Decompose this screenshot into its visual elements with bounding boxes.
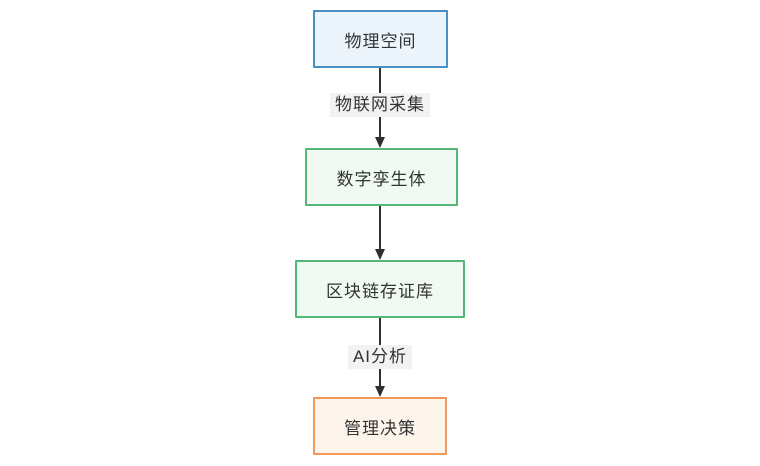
arrowhead-down-icon	[374, 386, 385, 397]
edge-label-ai-analysis: AI分析	[347, 345, 413, 369]
node-management-decision: 管理决策	[313, 397, 447, 455]
node-digital-twin: 数字孪生体	[305, 148, 458, 206]
arrowhead-down-icon	[374, 137, 385, 148]
node-management-decision-label: 管理决策	[344, 418, 416, 438]
edge-label-iot-collection: 物联网采集	[330, 93, 430, 117]
node-digital-twin-label: 数字孪生体	[336, 169, 427, 189]
node-physical-space: 物理空间	[313, 10, 448, 68]
arrowhead-down-icon	[374, 249, 385, 260]
node-blockchain-repo: 区块链存证库	[295, 260, 465, 318]
node-blockchain-repo-label: 区块链存证库	[326, 281, 434, 301]
node-physical-space-label: 物理空间	[344, 31, 417, 51]
arrow-line-2	[379, 206, 381, 252]
